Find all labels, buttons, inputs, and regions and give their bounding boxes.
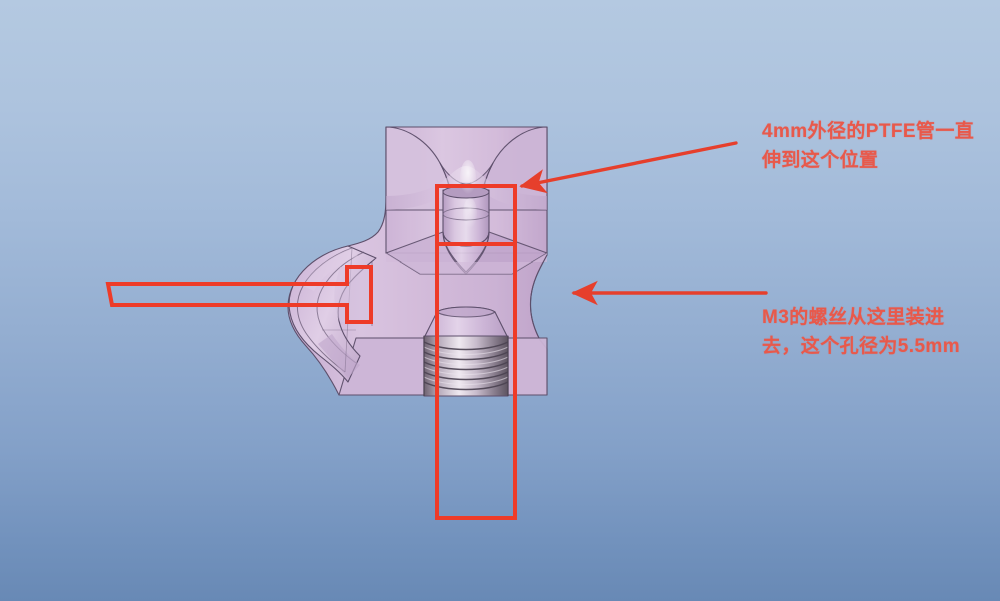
right-waist-edge <box>529 254 548 350</box>
bore-specular <box>463 198 477 230</box>
funnel-cone <box>386 166 547 210</box>
cad-solid-body <box>287 126 548 397</box>
vertical-bore-box <box>435 184 517 520</box>
bulb-facet-2 <box>318 334 360 378</box>
annotation-arrows <box>519 141 768 306</box>
side-screw-bore-outline <box>105 265 373 324</box>
annotation-text-screw: M3的螺丝从这里装进 去，这个孔径为5.5mm <box>762 307 961 358</box>
ptfe-arrow <box>519 141 738 194</box>
bulb-facet-1 <box>303 248 358 291</box>
funnel-specular <box>460 160 476 196</box>
markup-overlay <box>105 184 517 520</box>
side-bore-cavity <box>334 267 372 322</box>
annotation-text-ptfe: 4mm外径的PTFE管一直 伸到这个位置 <box>762 121 975 172</box>
countersink-top-edge <box>436 306 496 318</box>
mid-body-shelf <box>386 253 547 274</box>
